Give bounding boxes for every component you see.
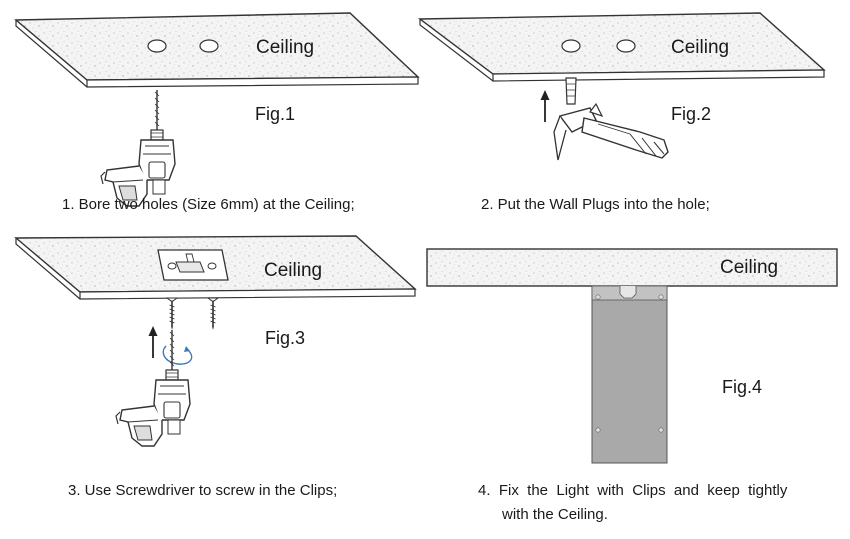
screw-icon: [166, 297, 178, 331]
figure-label-2: Fig.2: [671, 104, 712, 124]
caption-3: 3. Use Screwdriver to screw in the Clips…: [68, 482, 338, 499]
drill-icon: [100, 89, 176, 207]
ceiling-label-4: Ceiling: [720, 257, 779, 278]
hammer-icon: [553, 102, 669, 161]
bore-hole-icon: [147, 39, 167, 53]
caption-4-line-1: 4. Fix the Light with Clips and keep tig…: [478, 482, 788, 499]
up-arrow-icon: [539, 89, 551, 123]
panel-2: [417, 12, 826, 161]
figure-label-4: Fig.4: [722, 377, 763, 397]
ceiling-label-1: Ceiling: [256, 37, 315, 58]
wall-plug-icon: [565, 77, 577, 105]
up-arrow-icon: [147, 325, 159, 359]
bore-hole-icon: [199, 39, 219, 53]
ceiling-label-2: Ceiling: [671, 37, 730, 58]
caption-4-line-2: with the Ceiling.: [502, 506, 608, 523]
ceiling-board-1: [14, 12, 420, 88]
screw-icon: [207, 297, 219, 331]
light-panel: [591, 285, 668, 464]
caption-1: 1. Bore two holes (Size 6mm) at the Ceil…: [62, 196, 355, 213]
ceiling-board-2: [417, 12, 826, 82]
panel-3: [14, 235, 417, 447]
figure-label-1: Fig.1: [255, 104, 296, 124]
panel-1: [14, 12, 420, 207]
ceiling-clip-icon: [157, 249, 229, 281]
ceiling-label-3: Ceiling: [264, 260, 323, 281]
bore-hole-icon: [561, 39, 581, 53]
bore-hole-icon: [616, 39, 636, 53]
caption-2: 2. Put the Wall Plugs into the hole;: [481, 196, 710, 213]
ceiling-board-3: [14, 235, 417, 300]
panel-4: [426, 248, 838, 464]
rotation-arrow-icon: [162, 345, 193, 365]
figure-label-3: Fig.3: [265, 328, 306, 348]
ceiling-board-4: [426, 248, 838, 287]
